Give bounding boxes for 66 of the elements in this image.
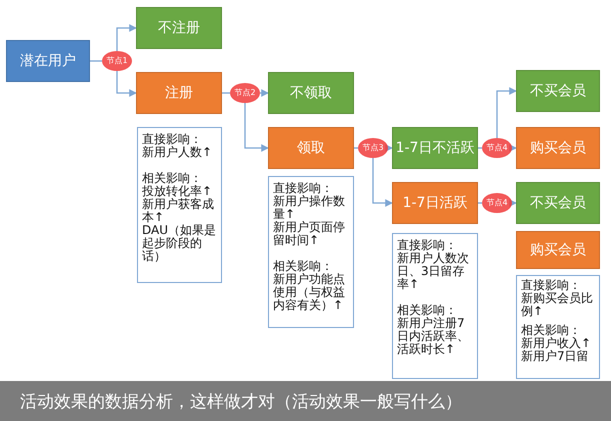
note-box <box>268 176 354 328</box>
process-box <box>392 182 478 224</box>
caption: 活动效果的数据分析，这样做才对（活动效果一般写什么） <box>20 390 462 412</box>
note-text: 新用户人数↑ <box>142 146 214 159</box>
note-text: 新购买会员比例↑ <box>521 292 594 318</box>
node-ellipse <box>230 83 260 103</box>
note-heading: 直接影响： <box>397 239 458 252</box>
connector-arrow <box>116 24 137 51</box>
ellipse-label: 节点1 <box>106 57 128 65</box>
box-label: 注册 <box>165 84 193 102</box>
connector-arrow <box>116 71 137 97</box>
box-label: 潜在用户 <box>20 52 76 70</box>
note-text: 新用户收入↑ <box>521 337 592 350</box>
node-ellipse <box>102 51 132 71</box>
ellipse-label: 节点4 <box>486 144 508 152</box>
note-heading: 相关影响： <box>273 260 334 273</box>
process-box <box>516 231 600 269</box>
ellipse-label: 节点3 <box>362 144 384 152</box>
box-label: 购买会员 <box>530 241 586 259</box>
note-heading: 直接影响： <box>273 182 334 195</box>
note-text: 新用户获客成本↑ <box>142 198 215 224</box>
connector-arrow <box>385 144 393 152</box>
box-label: 不买会员 <box>530 194 586 212</box>
process-box <box>136 7 222 49</box>
connector-arrow <box>496 87 517 138</box>
note-text: 新用户操作数量↑ <box>273 195 346 221</box>
node-ellipse <box>358 138 388 158</box>
box-label: 购买会员 <box>530 139 586 157</box>
box-label: 不领取 <box>290 84 332 102</box>
connector-arrow <box>509 199 517 207</box>
process-box <box>268 72 354 114</box>
box-label: 不买会员 <box>530 82 586 100</box>
note-text: 新用户功能点使用（与权益内容有关）↑ <box>273 273 346 312</box>
note-heading: 直接影响： <box>521 279 582 292</box>
node-ellipse <box>482 138 512 158</box>
note-heading: 相关影响： <box>397 304 458 317</box>
box-label: 1-7日活跃 <box>402 194 468 212</box>
process-box <box>136 72 222 114</box>
connector-arrow <box>372 158 393 207</box>
process-box <box>268 127 354 169</box>
process-box <box>516 127 600 169</box>
connector-arrow <box>260 89 269 97</box>
ellipse-label: 节点4 <box>486 199 508 207</box>
node-ellipse <box>482 193 512 213</box>
note-box <box>137 127 222 283</box>
note-box <box>392 233 478 379</box>
connector-arrow <box>509 144 517 152</box>
connector-arrow <box>244 103 269 152</box>
note-heading: 相关影响： <box>142 172 203 185</box>
note-text: 新用户人数次日、3日留存率↑ <box>397 252 470 291</box>
note-text: 新用户页面停留时间↑ <box>273 221 346 247</box>
process-box <box>516 182 600 224</box>
note-box <box>516 275 600 379</box>
process-box <box>516 70 600 112</box>
note-text: 新用户7日留 <box>521 350 590 363</box>
note-text: DAU（如果是起步阶段的话） <box>142 224 217 263</box>
box-label: 领取 <box>297 139 325 157</box>
note-text: 投放转化率↑ <box>142 185 214 198</box>
box-label: 不注册 <box>158 19 200 37</box>
note-heading: 直接影响： <box>142 133 203 146</box>
process-box <box>6 40 90 82</box>
note-text: 新用户注册7日内活跃率、活跃时长↑ <box>397 317 470 356</box>
process-box <box>392 127 478 169</box>
note-heading: 相关影响： <box>521 324 582 337</box>
box-label: 1-7日不活跃 <box>396 139 474 157</box>
ellipse-label: 节点2 <box>234 89 256 97</box>
